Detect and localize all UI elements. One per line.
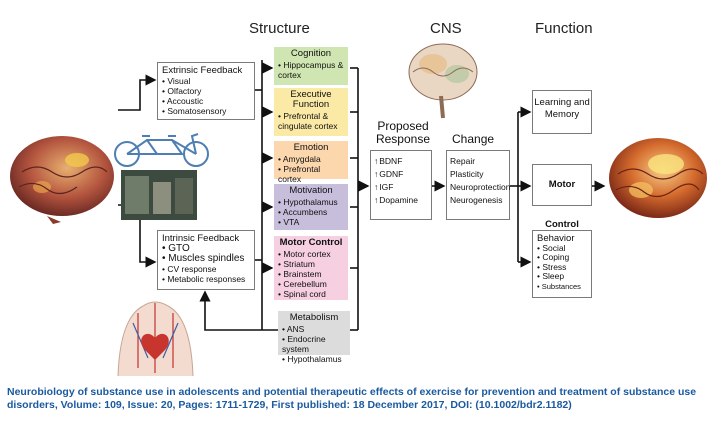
list-item: Striatum (278, 259, 344, 269)
emotion-box: Emotion Amygdala Prefrontal cortex (274, 141, 348, 184)
list-item: Motor cortex (278, 249, 344, 259)
list-item: Spinal cord (278, 289, 344, 299)
cns-brain-image (405, 38, 480, 120)
proposed-response-header: Proposed Response (375, 119, 431, 146)
change-box: Repair Plasticity Neuroprotection Neurog… (446, 150, 510, 220)
list-item: CV response (162, 264, 250, 274)
body-heart-image (108, 288, 203, 376)
executive-function-box: Executive Function Prefrontal & cingulat… (274, 88, 348, 136)
motor-control-title: Motor Control (279, 237, 343, 248)
cognition-box: Cognition Hippocampus & cortex (274, 47, 348, 85)
list-item: IGF (374, 181, 428, 194)
list-item: Olfactory (162, 86, 250, 96)
list-item: Dopamine (374, 194, 428, 207)
list-item: Amygdala (278, 154, 344, 164)
structure-header: Structure (249, 20, 310, 37)
list-item: Prefrontal & cingulate cortex (278, 111, 344, 131)
list-item: Brainstem (278, 269, 344, 279)
change-header: Change (452, 132, 495, 146)
list-item: Muscles spindles (162, 254, 250, 264)
intrinsic-feedback-box: Intrinsic Feedback GTO Muscles spindles … (157, 230, 255, 290)
list-item: Neuroprotection (450, 182, 511, 192)
list-item: ANS (282, 324, 346, 334)
extrinsic-list: Visual Olfactory Accoustic Somatosensory (158, 76, 254, 116)
arrow-metabolism-to-intrinsic (199, 290, 278, 331)
left-brain-image (7, 132, 117, 224)
list-item: GDNF (374, 168, 428, 181)
extrinsic-title: Extrinsic Feedback (162, 65, 243, 76)
list-item: VTA (278, 217, 344, 227)
motor-control-function-box: Motor Control (532, 164, 592, 230)
executive-title: Executive Function (290, 89, 332, 110)
list-item: Somatosensory (162, 106, 250, 116)
motor-control-structure-box: Motor Control Motor cortex Striatum Brai… (274, 236, 348, 300)
list-item: Coping (537, 252, 587, 263)
right-brain-image (606, 134, 709, 226)
list-item: Accoustic (162, 96, 250, 106)
learning-memory-box: Learning and Memory (532, 90, 592, 134)
list-item: Hippocampus & cortex (278, 60, 344, 80)
figure-caption: Neurobiology of substance use in adolesc… (7, 386, 697, 411)
list-item: Substances (537, 282, 587, 292)
motivation-title: Motivation (289, 185, 333, 196)
list-item: Neurogenesis (450, 195, 503, 205)
cognition-title: Cognition (290, 48, 332, 59)
cns-header: CNS (430, 20, 462, 37)
metabolism-title: Metabolism (289, 312, 339, 323)
list-item: Endocrine system (282, 334, 346, 354)
proposed-response-box: BDNF GDNF IGF Dopamine (370, 150, 432, 220)
list-item: Hypothalamus (278, 197, 344, 207)
list-item: Repair (450, 156, 476, 166)
list-item: GTO (162, 244, 250, 254)
list-item: Accumbens (278, 207, 344, 217)
intrinsic-list: GTO Muscles spindles CV response Metabol… (158, 244, 254, 285)
bicycle-image (112, 130, 212, 168)
list-item: BDNF (374, 155, 428, 168)
list-item: Sleep (537, 271, 587, 282)
list-item: Metabolic responses (162, 274, 250, 284)
behavior-box: Behavior Social Coping Stress Sleep Subs… (532, 230, 592, 298)
list-item: Stress (537, 262, 587, 273)
function-header: Function (535, 20, 593, 37)
list-item: Hypothalamus (282, 354, 346, 364)
motivation-box: Motivation Hypothalamus Accumbens VTA (274, 184, 348, 230)
extrinsic-feedback-box: Extrinsic Feedback Visual Olfactory Acco… (157, 62, 255, 120)
arrow-to-extrinsic (118, 74, 157, 111)
list-item: Plasticity (450, 169, 484, 179)
emotion-title: Emotion (293, 142, 329, 153)
metabolism-box: Metabolism ANS Endocrine system Hypothal… (278, 311, 350, 364)
intrinsic-title: Intrinsic Feedback (162, 233, 240, 244)
list-item: Prefrontal cortex (278, 164, 344, 184)
gym-photo (121, 170, 197, 220)
list-item: Cerebellum (278, 279, 344, 289)
list-item: Social (537, 243, 587, 254)
list-item: Visual (162, 76, 250, 86)
behavior-title: Behavior (537, 233, 575, 244)
